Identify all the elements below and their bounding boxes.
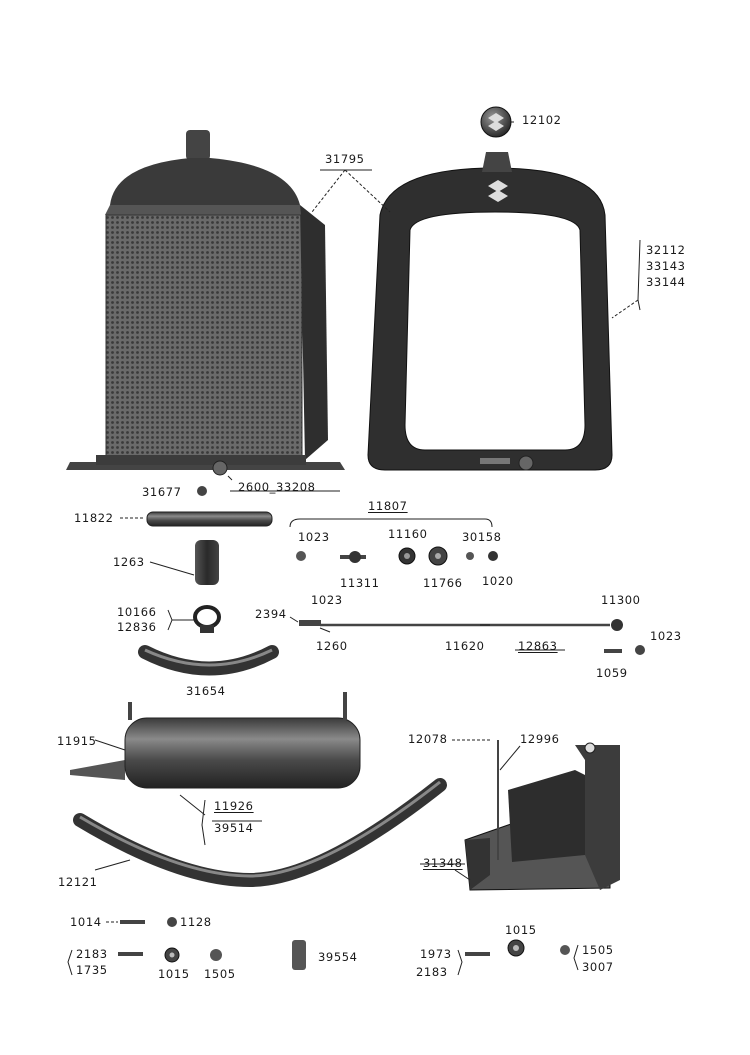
label-12078: 12078 <box>408 732 448 746</box>
radiator-core <box>66 130 345 476</box>
label-39554: 39554 <box>318 950 358 964</box>
label-1505-a: 1505 <box>204 967 236 981</box>
curved-hose-31654 <box>138 645 279 676</box>
label-1023-a: 1023 <box>298 530 330 544</box>
radiator-shell <box>367 152 613 471</box>
label-1015-a: 1015 <box>158 967 190 981</box>
label-31677: 31677 <box>142 485 182 499</box>
label-1505-b: 1505 <box>582 943 614 957</box>
label-1263: 1263 <box>113 555 145 569</box>
label-1020: 1020 <box>482 574 514 588</box>
label-11822: 11822 <box>74 511 114 525</box>
label-1023-b: 1023 <box>311 593 343 607</box>
label-12863: 12863 <box>518 639 558 653</box>
label-10166: 10166 <box>117 605 157 619</box>
small-hardware <box>197 486 645 655</box>
label-31654: 31654 <box>186 684 226 698</box>
hose-pipe-11822 <box>146 511 273 527</box>
label-11807: 11807 <box>368 499 408 513</box>
label-1023-c: 1023 <box>650 629 682 643</box>
label-2600-33208: 2600_33208 <box>238 480 316 494</box>
label-12836: 12836 <box>117 620 157 634</box>
label-33143: 33143 <box>646 259 686 273</box>
hose-clamp-10166 <box>193 605 221 633</box>
label-32112: 32112 <box>646 243 686 257</box>
label-12102: 12102 <box>522 113 562 127</box>
label-31795: 31795 <box>325 152 365 166</box>
bottom-hardware <box>118 917 570 970</box>
label-12121: 12121 <box>58 875 98 889</box>
silencer-11926 <box>70 692 361 789</box>
label-1735: 1735 <box>76 963 108 977</box>
label-11926: 11926 <box>214 799 254 813</box>
label-11300: 11300 <box>601 593 641 607</box>
label-12996: 12996 <box>520 732 560 746</box>
battery-tray-31348 <box>464 740 620 891</box>
label-1973: 1973 <box>420 947 452 961</box>
label-39514: 39514 <box>214 821 254 835</box>
label-1015-b: 1015 <box>505 923 537 937</box>
leader-lines <box>67 121 641 976</box>
label-2394: 2394 <box>255 607 287 621</box>
label-11915: 11915 <box>57 734 97 748</box>
label-1128: 1128 <box>180 915 212 929</box>
label-1059: 1059 <box>596 666 628 680</box>
label-33144: 33144 <box>646 275 686 289</box>
label-31348: 31348 <box>423 856 463 870</box>
label-2183-a: 2183 <box>76 947 108 961</box>
label-2183-b: 2183 <box>416 965 448 979</box>
filler-cap <box>480 106 512 138</box>
label-3007: 3007 <box>582 960 614 974</box>
label-1260: 1260 <box>316 639 348 653</box>
label-11160: 11160 <box>388 527 428 541</box>
exhaust-pipe-12121 <box>73 778 447 888</box>
label-11766: 11766 <box>423 576 463 590</box>
hose-sleeve-1263 <box>195 540 219 585</box>
label-11620: 11620 <box>445 639 485 653</box>
label-1014: 1014 <box>70 915 102 929</box>
label-30158: 30158 <box>462 530 502 544</box>
label-11311: 11311 <box>340 576 380 590</box>
